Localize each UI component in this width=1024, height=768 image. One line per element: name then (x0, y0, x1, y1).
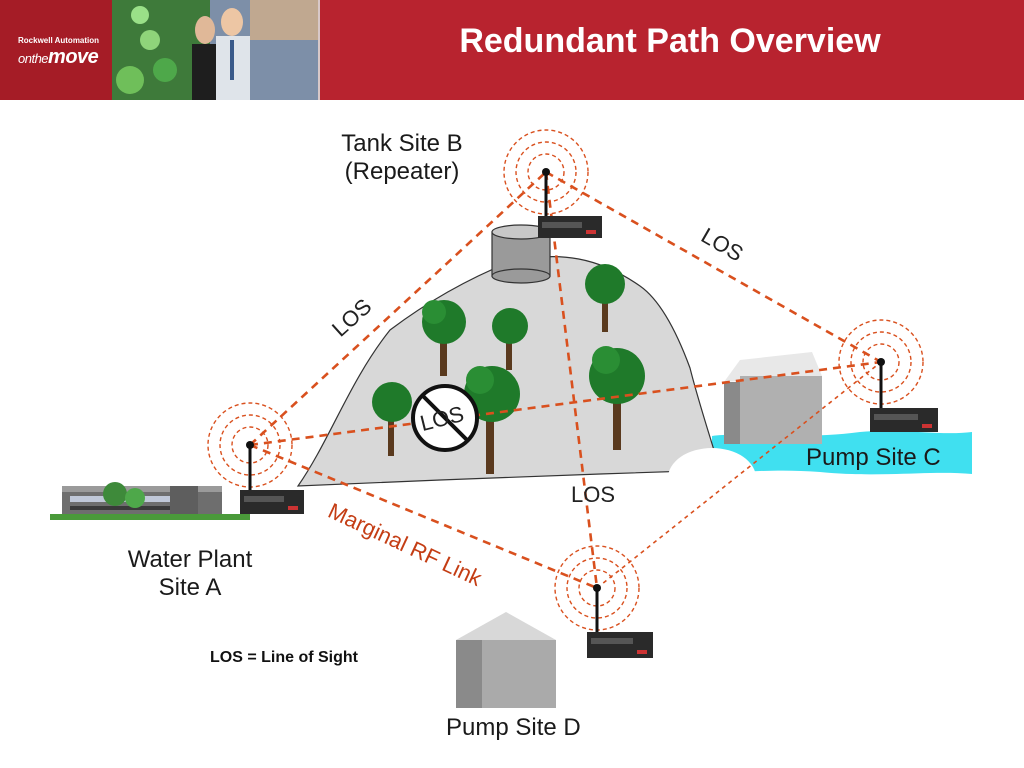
tree (589, 346, 645, 450)
brand-company-text: Rockwell Automation (18, 36, 100, 45)
header-photo: Rockwell Automation onthemove (0, 0, 320, 100)
cloud (668, 448, 756, 508)
radio-units (240, 168, 938, 658)
page-title: Redundant Path Overview (459, 22, 881, 60)
pump-site-d-label: Pump Site D (446, 714, 581, 741)
water-plant-label: Water Plant Site A (105, 546, 275, 602)
brand-logo: Rockwell Automation onthemove (0, 0, 112, 100)
pump-site-c-label: Pump Site C (806, 444, 941, 471)
tree (372, 382, 412, 456)
legend: LOS = Line of Sight (210, 649, 358, 666)
tank-site-b-role: (Repeater) (344, 158, 460, 185)
tree (464, 366, 520, 474)
link-a-b (249, 171, 547, 446)
tank-site-b-name: Tank Site B (341, 130, 463, 157)
pump-house-c (724, 352, 822, 444)
water-tank (491, 224, 551, 284)
water-plant-building (50, 482, 250, 520)
radio-a (240, 441, 304, 514)
header-photo-image (0, 0, 318, 100)
no-los-symbol (411, 384, 479, 452)
brand-tagline-move: move (48, 46, 99, 68)
rf-links (249, 170, 882, 590)
water-plant-name: Water Plant (127, 546, 253, 573)
tank-site-b-label: Tank Site B (Repeater) (322, 130, 482, 186)
pump-house-d (456, 612, 556, 708)
los-label-b-d: LOS (571, 482, 616, 507)
tree-group (372, 264, 645, 474)
hill (296, 256, 721, 487)
radio-c (870, 358, 938, 432)
slide-header: Rockwell Automation onthemove Redundant … (0, 0, 1024, 100)
radio-d (587, 584, 653, 658)
tree (422, 300, 466, 376)
water-plant-site: Site A (158, 574, 222, 601)
brand-tagline-on: on (18, 51, 32, 66)
network-diagram (50, 129, 972, 708)
tree (585, 264, 625, 332)
tree (492, 308, 528, 370)
radio-b (538, 168, 602, 238)
brand-tagline: onthemove (18, 46, 99, 69)
link-a-d (249, 443, 598, 590)
brand-tagline-the: the (31, 51, 49, 66)
